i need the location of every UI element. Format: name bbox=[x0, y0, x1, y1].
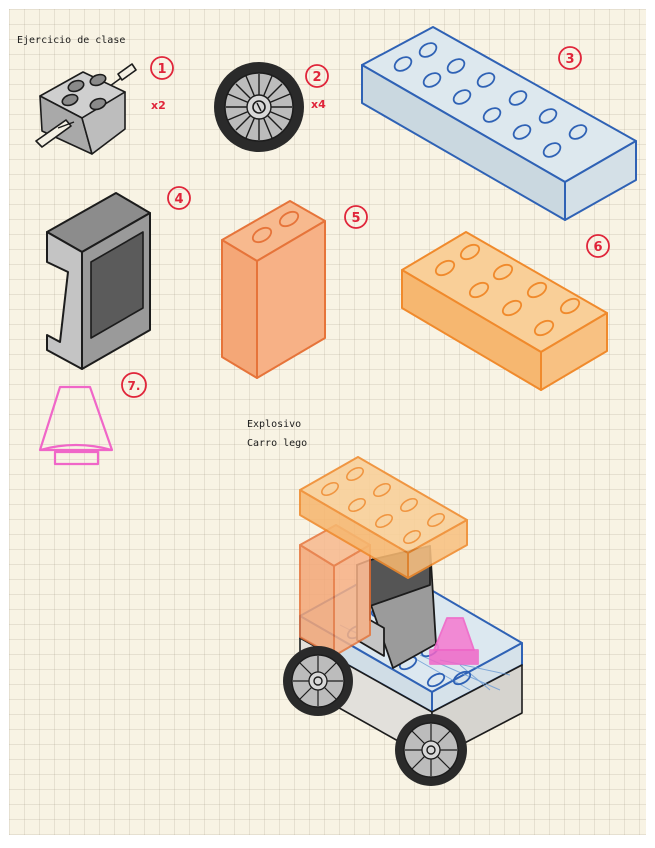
part-2-number: 2 bbox=[312, 70, 321, 85]
part-2-wheel bbox=[214, 62, 304, 152]
part-6-number: 6 bbox=[593, 240, 602, 255]
part-4-number: 4 bbox=[174, 192, 183, 207]
part-1-brick-with-axle bbox=[35, 63, 137, 155]
part-2-multiplier: x4 bbox=[311, 98, 326, 111]
part-7-pink-cone bbox=[38, 385, 114, 466]
car-pink-cone bbox=[429, 617, 479, 665]
assembly-label-explosivo: Explosivo bbox=[247, 419, 301, 430]
part-5-tall-brick bbox=[221, 200, 326, 379]
part-7-label: 7. bbox=[121, 372, 147, 398]
part-3-label: 3 bbox=[558, 46, 582, 70]
part-4-label: 4 bbox=[167, 186, 191, 210]
part-6-label: 6 bbox=[586, 234, 610, 258]
part-3-blue-brick bbox=[361, 26, 637, 221]
page-title: Ejercicio de clase bbox=[17, 35, 125, 46]
part-6-orange-brick bbox=[401, 231, 608, 391]
part-4-door-panel bbox=[46, 192, 151, 370]
part-1-number: 1 bbox=[157, 62, 166, 77]
part-7-number: 7. bbox=[128, 379, 141, 393]
assembly-label-carro-lego: Carro lego bbox=[247, 438, 307, 449]
part-1-label: 1 x2 bbox=[150, 56, 174, 112]
car-wheel-rear bbox=[395, 714, 467, 786]
car-wheel-front bbox=[283, 646, 353, 716]
part-2-label: 2 x4 bbox=[305, 64, 329, 111]
car-roof-brick bbox=[299, 456, 468, 579]
part-1-multiplier: x2 bbox=[151, 99, 166, 112]
assembled-lego-car bbox=[283, 456, 523, 786]
part-3-number: 3 bbox=[565, 52, 574, 67]
part-5-label: 5 bbox=[344, 205, 368, 229]
part-5-number: 5 bbox=[351, 211, 360, 226]
